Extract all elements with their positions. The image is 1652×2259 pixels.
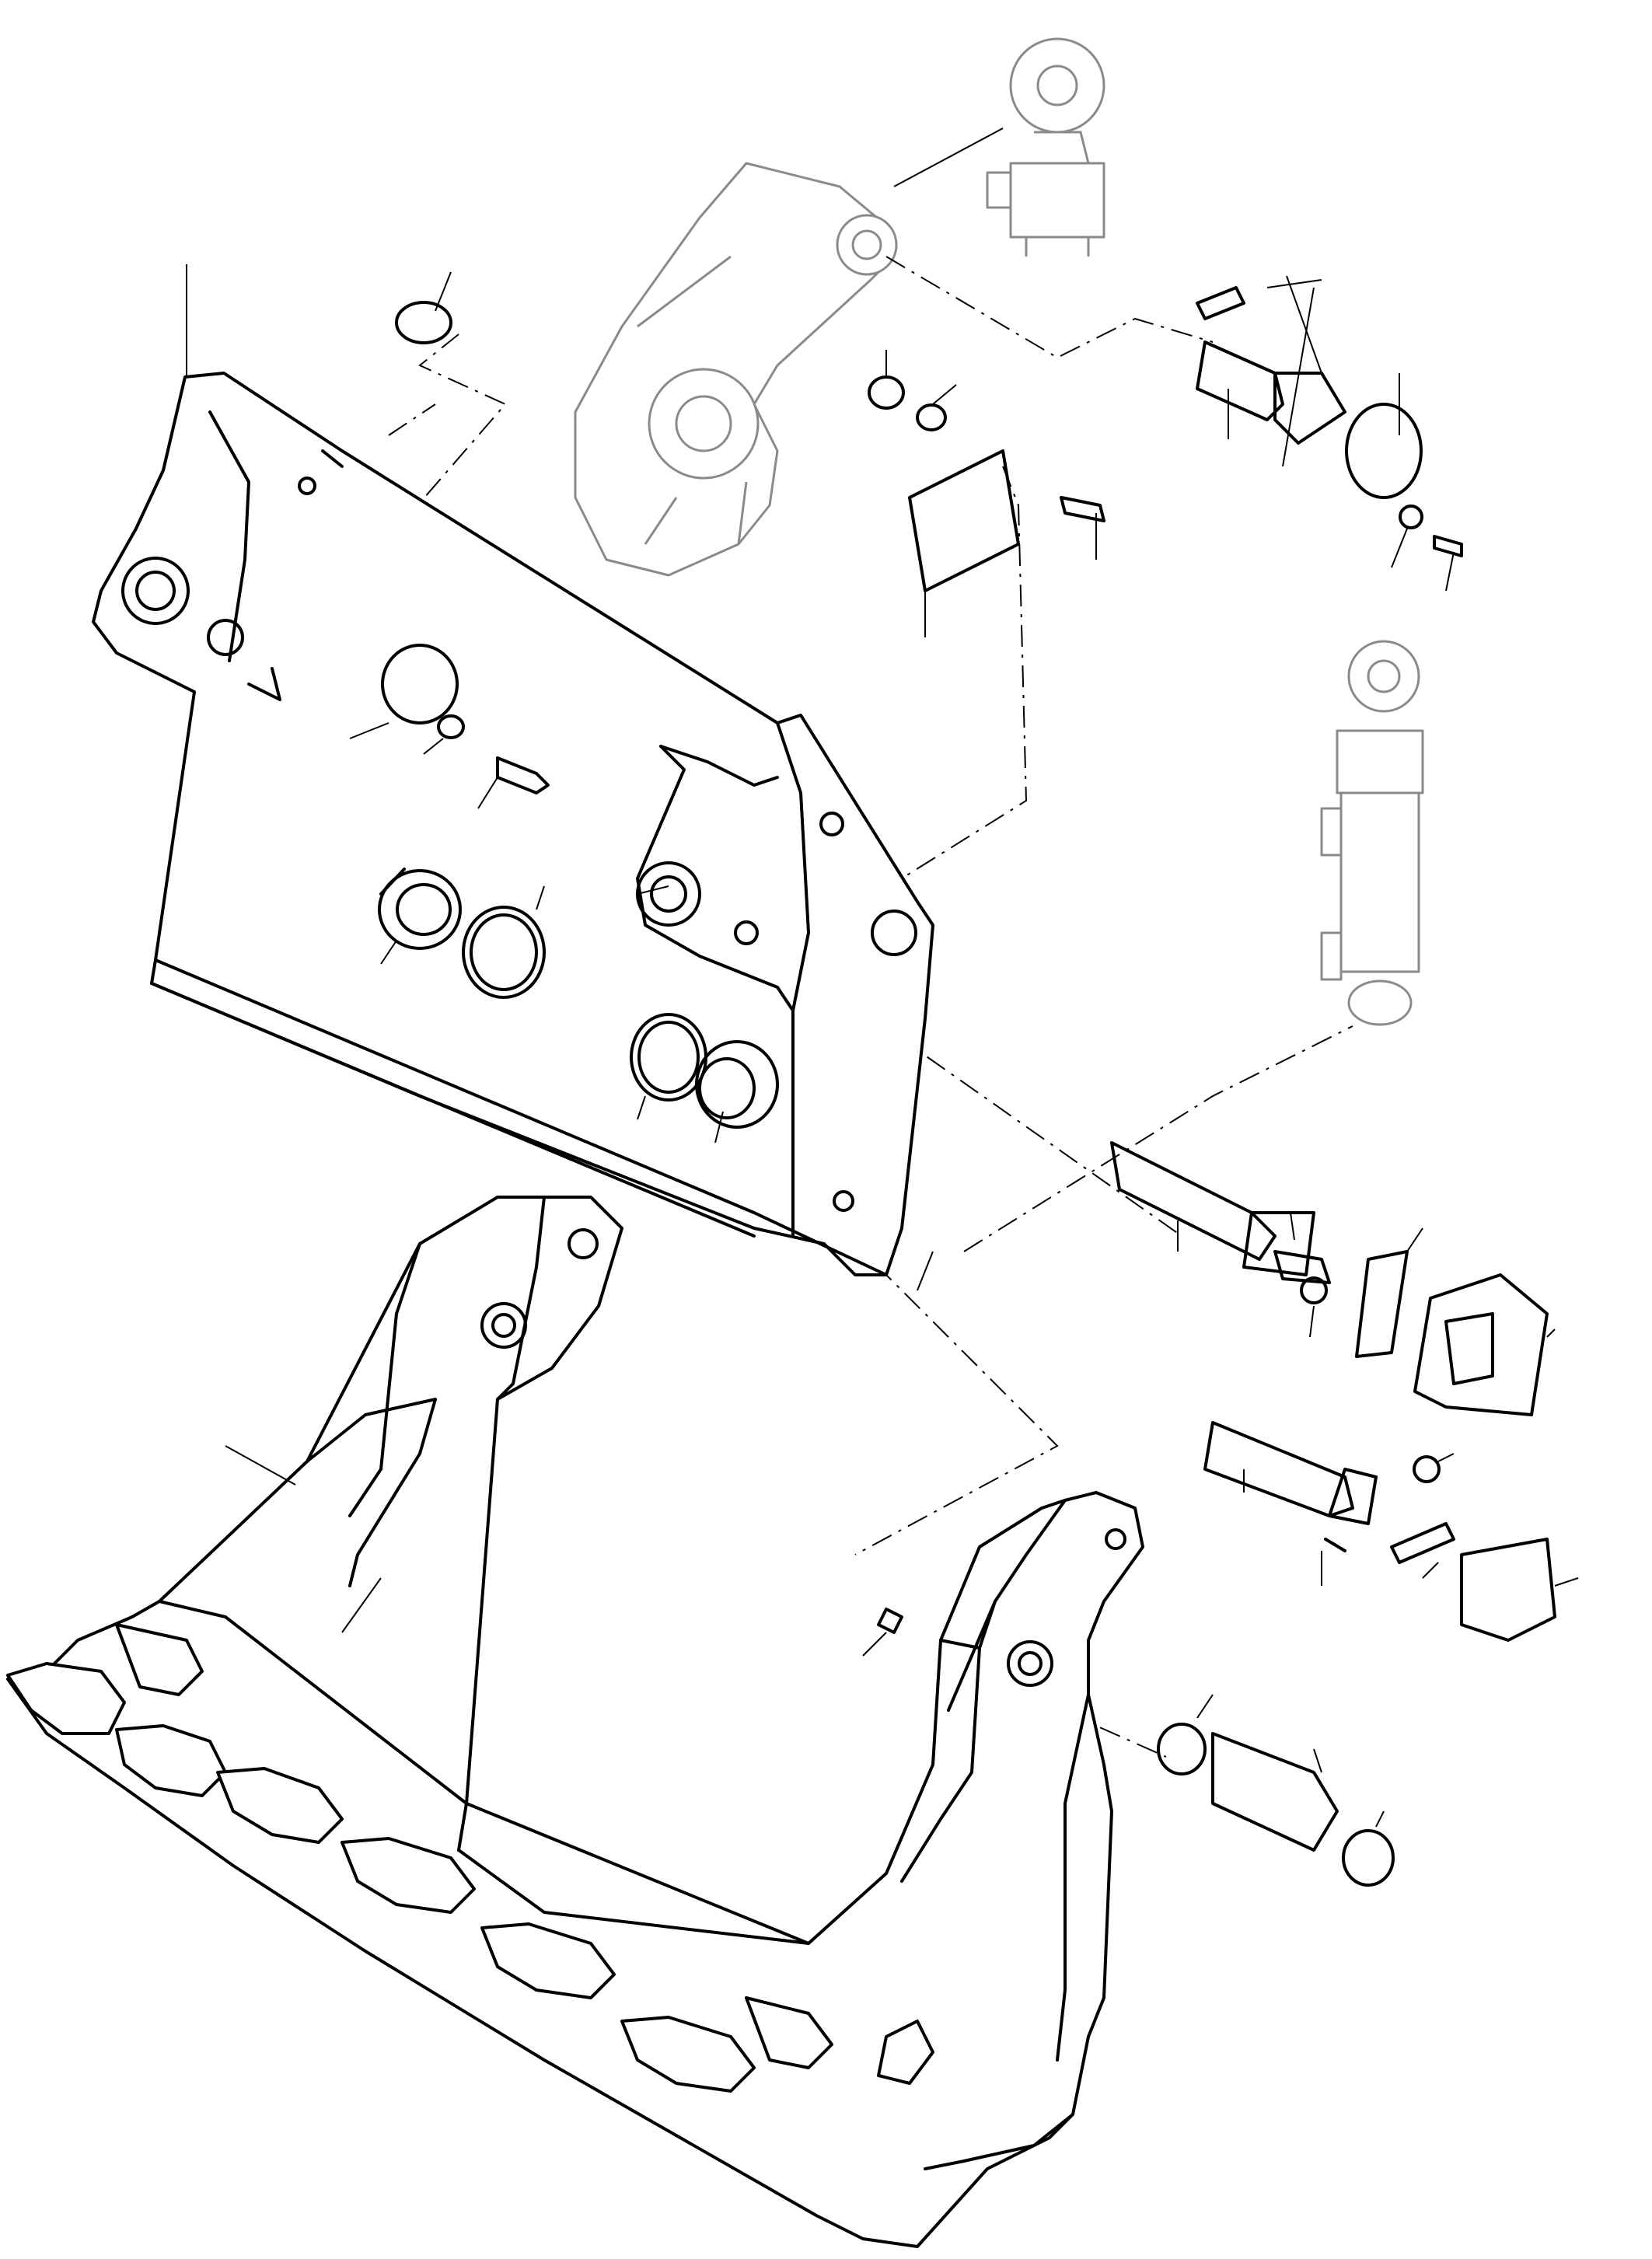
o-ring-left [462, 906, 546, 999]
assembly-centerlines [294, 256, 1353, 1758]
cover-plate-square [908, 449, 1020, 592]
ghost-lower-cylinder [1320, 640, 1424, 1026]
ghost-upper-cylinder [986, 37, 1105, 257]
nut-top [868, 375, 905, 410]
bushing-right [695, 1040, 779, 1129]
callout-leaders [186, 127, 1579, 1828]
bucket [6, 1196, 1144, 2248]
bushing-left [378, 868, 462, 950]
lower-pin-1 [1110, 1141, 1331, 1304]
retainer-plate-2 [1324, 1455, 1556, 1642]
bolt-top [1060, 496, 1105, 522]
bucket-pin [877, 1608, 1395, 1887]
bucket-teeth [6, 1623, 833, 2093]
snap-ring-top [395, 301, 452, 344]
washer-left [437, 714, 465, 739]
lower-pin-2 [1203, 1421, 1378, 1525]
bolt-left [496, 756, 550, 794]
cover-plate-left [381, 644, 459, 724]
ghost-lift-arm [574, 162, 898, 577]
upper-pin-flange [1345, 403, 1463, 557]
retainer-plate-1 [1355, 1250, 1549, 1416]
washer-top [916, 403, 947, 431]
upper-pin [1196, 286, 1346, 445]
coupler-frame [92, 372, 934, 1276]
